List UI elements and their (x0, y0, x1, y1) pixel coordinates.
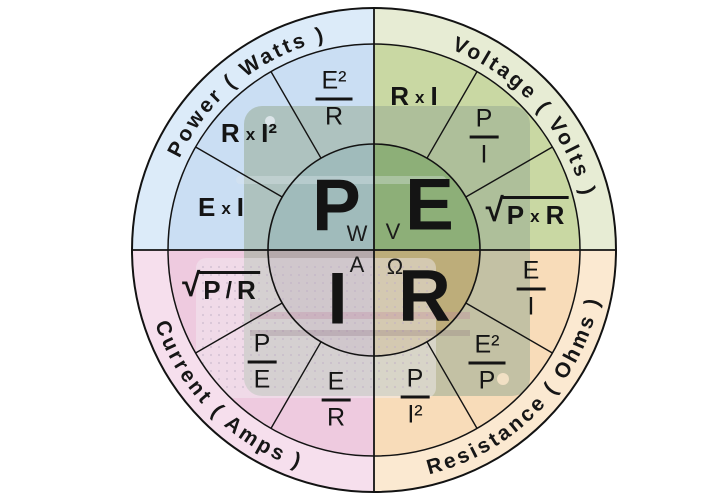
unit-ohms-omega: Ω (386, 254, 404, 279)
power-outer-band (132, 8, 374, 250)
unit-volts-V: V (385, 219, 401, 244)
letter-power-P: P (312, 165, 361, 247)
voltage-outer-band (374, 8, 616, 250)
current-outer-band (132, 250, 374, 492)
board-trace (250, 330, 470, 336)
letter-resistance-R: R (398, 255, 451, 337)
multiply-sign: x (530, 206, 540, 226)
letter-current-I: I (327, 258, 347, 340)
board-hole-icon (497, 373, 509, 385)
multiply-sign: x (245, 124, 256, 144)
wheel-lines (131, 7, 617, 493)
board-trace (250, 312, 470, 319)
letter-voltage-E: E (405, 164, 454, 246)
resistance-outer-band (374, 250, 616, 492)
board-trace (236, 176, 446, 184)
radical-sign: √ (485, 191, 504, 228)
divide-sign: / (225, 276, 233, 303)
unit-watts-W: W (346, 221, 368, 246)
multiply-sign: x (221, 198, 231, 218)
radical-sign: √ (182, 266, 201, 303)
formula-sector-spokes (195, 71, 553, 429)
board-hole-icon (265, 116, 275, 126)
multiply-sign: x (415, 87, 425, 107)
unit-amps-A: A (349, 252, 365, 277)
formula-current-sqrt-p-over-r: √P/R (182, 266, 260, 303)
